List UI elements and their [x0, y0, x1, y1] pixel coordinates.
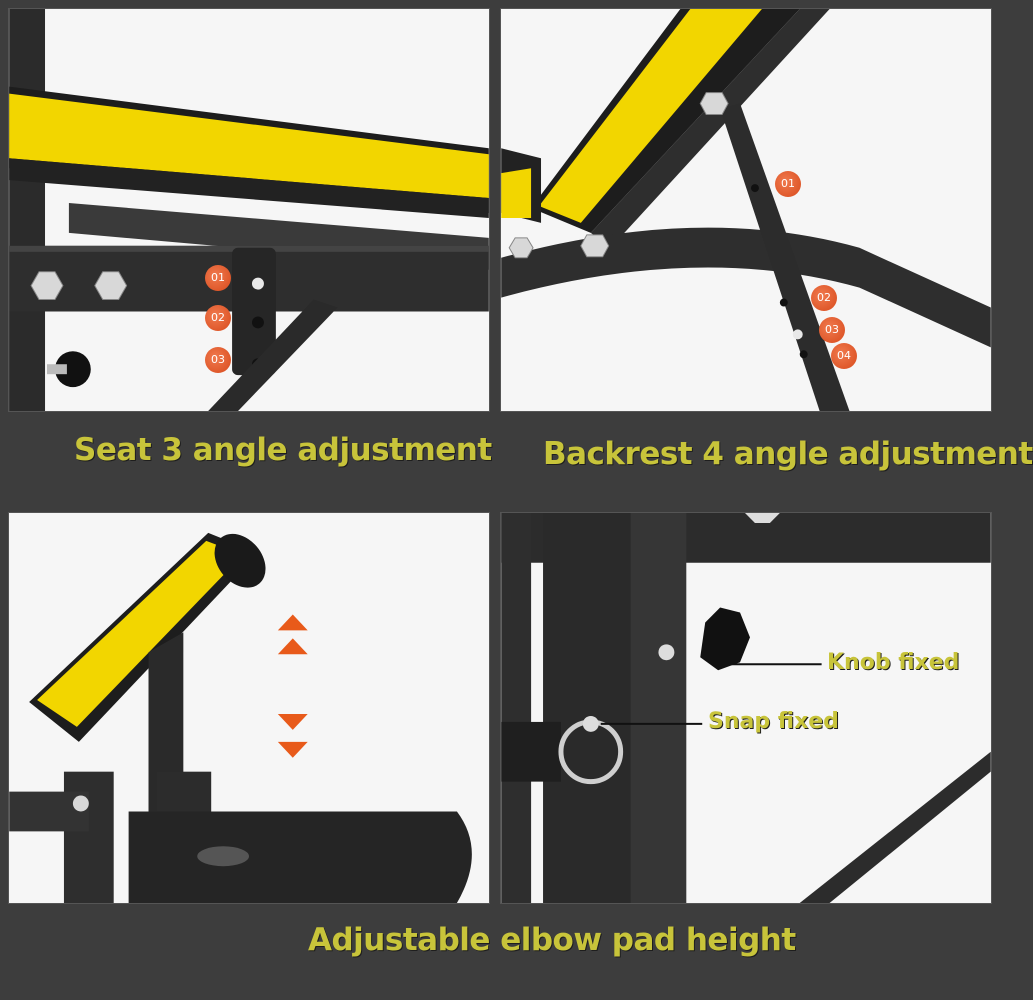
backrest-adjustment-caption: Backrest 4 angle adjustment [543, 436, 1033, 472]
backrest-marker-01: 01 [775, 171, 801, 197]
backrest-marker-02: 02 [811, 285, 837, 311]
backrest-marker-03: 03 [819, 317, 845, 343]
seat-adjustment-caption: Seat 3 angle adjustment [74, 432, 492, 468]
knob-snap-photo [500, 512, 992, 904]
seat-marker-01: 01 [205, 265, 231, 291]
elbow-pad-photo [8, 512, 490, 904]
seat-marker-02: 02 [205, 305, 231, 331]
seat-adjustment-photo: 01 02 03 [8, 8, 490, 412]
seat-bracket-illustration [9, 9, 489, 411]
elbow-pad-illustration [9, 513, 489, 903]
backrest-marker-04: 04 [831, 343, 857, 369]
snap-fixed-label: Snap fixed [708, 709, 839, 734]
elbow-pad-caption: Adjustable elbow pad height [308, 922, 796, 958]
backrest-adjustment-photo: 01 02 03 04 [500, 8, 992, 412]
seat-marker-03: 03 [205, 347, 231, 373]
knob-snap-illustration [501, 513, 991, 903]
knob-fixed-label: Knob fixed [827, 650, 960, 675]
backrest-frame-illustration [501, 9, 991, 412]
